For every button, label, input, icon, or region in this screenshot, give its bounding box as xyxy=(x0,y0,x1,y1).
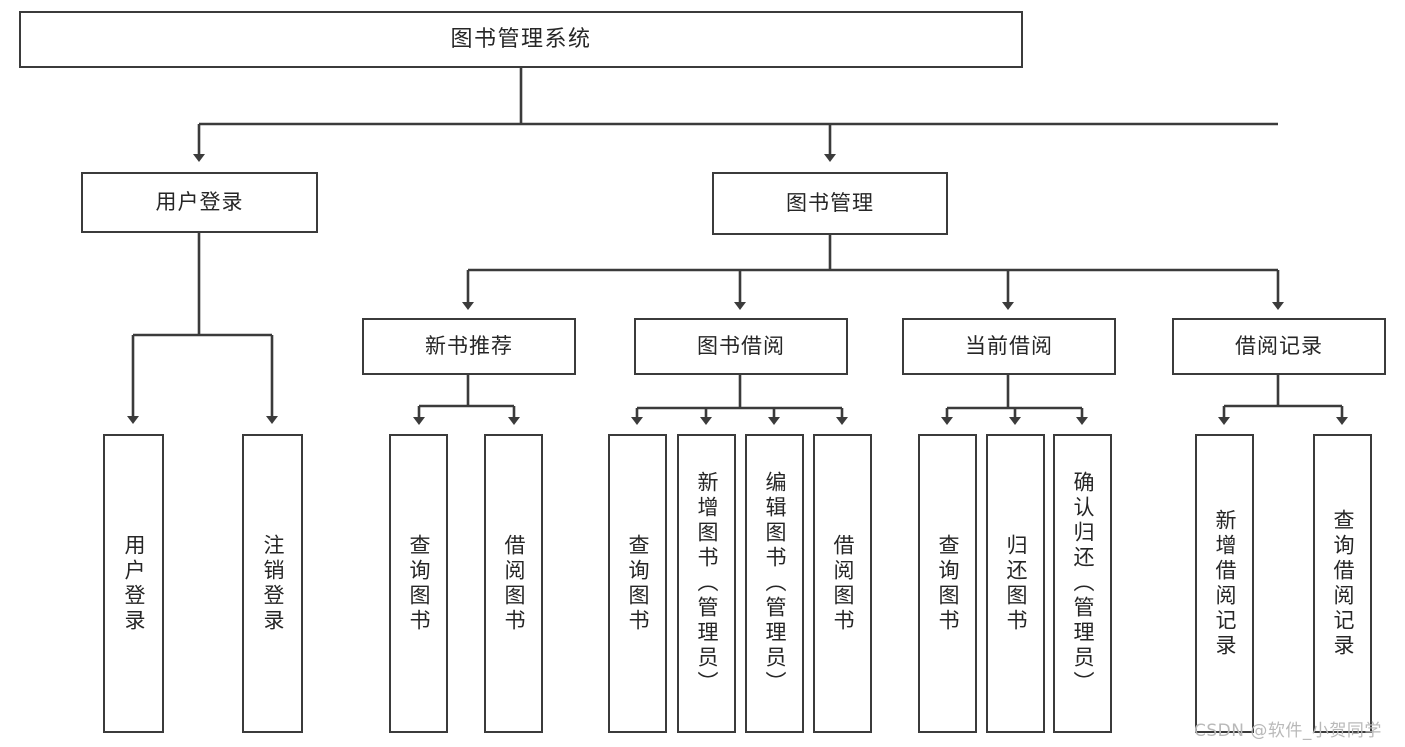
node-label: 编辑图书（管理员） xyxy=(763,471,787,696)
node-label: 图书借阅 xyxy=(697,334,785,359)
node-label: 查询图书 xyxy=(936,533,960,634)
node-label: 图书管理 xyxy=(786,191,874,216)
node-new-book-recommend[interactable]: 新书推荐 xyxy=(362,318,576,375)
leaf-add-book-admin[interactable]: 新增图书（管理员） xyxy=(677,434,736,733)
node-current-borrow[interactable]: 当前借阅 xyxy=(902,318,1116,375)
node-label: 用户登录 xyxy=(155,190,244,215)
node-label: 注销登录 xyxy=(261,533,285,634)
csdn-watermark: CSDN @软件_小贺同学 xyxy=(1194,721,1382,741)
leaf-edit-book-admin[interactable]: 编辑图书（管理员） xyxy=(745,434,804,733)
leaf-query-book-recommend[interactable]: 查询图书 xyxy=(389,434,448,733)
node-label: 借阅图书 xyxy=(831,533,855,634)
leaf-query-book-current[interactable]: 查询图书 xyxy=(918,434,977,733)
node-label: 归还图书 xyxy=(1004,533,1028,634)
node-label: 确认归还（管理员） xyxy=(1071,471,1095,696)
node-label: 借阅记录 xyxy=(1235,334,1323,359)
leaf-query-borrow-record[interactable]: 查询借阅记录 xyxy=(1313,434,1372,733)
leaf-user-login[interactable]: 用户登录 xyxy=(103,434,164,733)
node-label: 新书推荐 xyxy=(425,334,513,359)
node-book-borrow[interactable]: 图书借阅 xyxy=(634,318,848,375)
node-label: 用户登录 xyxy=(122,533,146,634)
leaf-confirm-return-admin[interactable]: 确认归还（管理员） xyxy=(1053,434,1112,733)
node-label: 查询图书 xyxy=(407,533,431,634)
leaf-borrow-book-recommend[interactable]: 借阅图书 xyxy=(484,434,543,733)
node-label: 借阅图书 xyxy=(502,533,526,634)
node-user-login[interactable]: 用户登录 xyxy=(81,172,318,233)
node-label: 新增借阅记录 xyxy=(1213,508,1237,659)
node-label: 当前借阅 xyxy=(965,334,1053,359)
leaf-return-book[interactable]: 归还图书 xyxy=(986,434,1045,733)
leaf-query-book-borrow[interactable]: 查询图书 xyxy=(608,434,667,733)
node-label: 图书管理系统 xyxy=(450,26,592,52)
node-label: 新增图书（管理员） xyxy=(695,471,719,696)
leaf-borrow-book[interactable]: 借阅图书 xyxy=(813,434,872,733)
node-label: 查询借阅记录 xyxy=(1331,508,1355,659)
leaf-logout[interactable]: 注销登录 xyxy=(242,434,303,733)
node-root-system[interactable]: 图书管理系统 xyxy=(19,11,1023,68)
leaf-add-borrow-record[interactable]: 新增借阅记录 xyxy=(1195,434,1254,733)
node-book-management[interactable]: 图书管理 xyxy=(712,172,948,235)
node-borrow-record[interactable]: 借阅记录 xyxy=(1172,318,1386,375)
node-label: 查询图书 xyxy=(626,533,650,634)
